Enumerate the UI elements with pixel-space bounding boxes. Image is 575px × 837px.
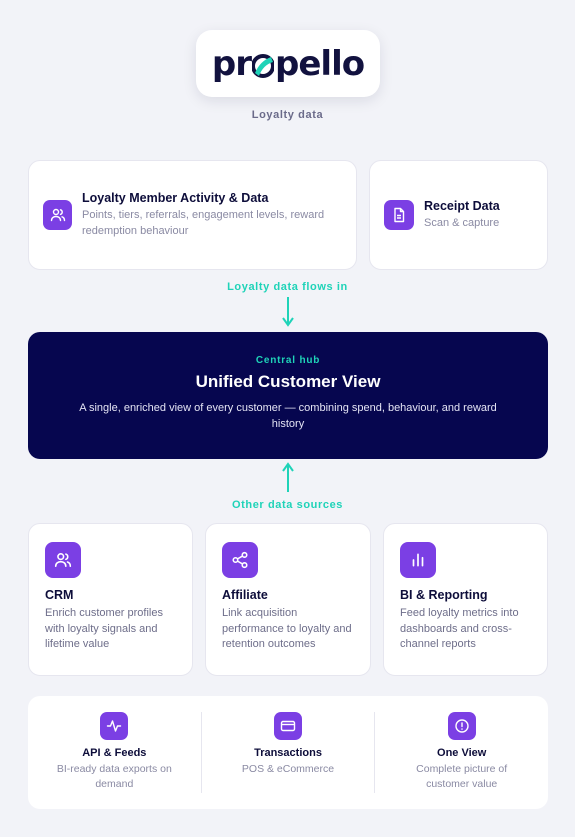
card-loyalty-member-activity: Loyalty Member Activity & Data Points, t… <box>28 160 357 270</box>
users-icon <box>45 542 81 578</box>
logo-text-right: pello <box>275 43 365 84</box>
card-desc: Points, tiers, referrals, engagement lev… <box>82 209 325 237</box>
outputs-strip: API & Feeds BI-ready data exports on dem… <box>28 696 548 809</box>
central-hub: Central hub Unified Customer View A sing… <box>28 332 548 459</box>
output-desc: POS & eCommerce <box>241 763 335 775</box>
card-desc: Feed loyalty metrics into dashboards and… <box>400 607 519 650</box>
bar-chart-icon <box>400 542 436 578</box>
card-title: BI & Reporting <box>400 588 488 602</box>
arrow-up-icon <box>282 462 294 492</box>
document-icon <box>384 200 414 230</box>
output-desc: Complete picture of customer value <box>416 763 508 790</box>
card-receipt-data: Receipt Data Scan & capture <box>369 160 548 270</box>
card-affiliate: Affiliate Link acquisition performance t… <box>205 523 371 676</box>
arrow-down-icon <box>282 297 294 327</box>
logo-mark-icon <box>252 53 275 78</box>
caption-flows-in: Loyalty data flows in <box>227 281 348 293</box>
brand-logo: pr pello <box>211 43 365 84</box>
card-desc: Link acquisition performance to loyalty … <box>222 607 352 650</box>
output-transactions: Transactions POS & eCommerce <box>202 696 375 809</box>
card-desc: Scan & capture <box>424 217 500 229</box>
logo-text-left: pr <box>211 43 252 84</box>
card-title: Loyalty Member Activity & Data <box>82 191 269 205</box>
hub-desc: A single, enriched view of every custome… <box>79 402 497 430</box>
card-title: Affiliate <box>222 588 268 602</box>
output-one-view: One View Complete picture of customer va… <box>375 696 548 809</box>
output-api-feeds: API & Feeds BI-ready data exports on dem… <box>28 696 201 809</box>
alert-circle-icon <box>447 712 476 740</box>
output-title: API & Feeds <box>82 747 147 759</box>
activity-icon <box>100 712 129 740</box>
card-icon <box>274 712 302 740</box>
caption-loyalty-data: Loyalty data <box>251 109 324 121</box>
card-title: CRM <box>45 588 74 602</box>
divider <box>374 712 376 793</box>
output-desc: BI-ready data exports on demand <box>56 763 172 790</box>
card-bi-reporting: BI & Reporting Feed loyalty metrics into… <box>383 523 548 676</box>
logo-card: pr pello <box>196 30 380 97</box>
card-desc: Enrich customer profiles with loyalty si… <box>45 607 163 650</box>
output-title: One View <box>437 747 487 759</box>
card-title: Receipt Data <box>424 199 500 213</box>
hub-label: Central hub <box>255 355 321 366</box>
card-crm: CRM Enrich customer profiles with loyalt… <box>28 523 193 676</box>
output-title: Transactions <box>254 747 322 759</box>
hub-title: Unified Customer View <box>195 372 381 391</box>
share-icon <box>222 542 258 578</box>
caption-other-sources: Other data sources <box>231 499 344 511</box>
divider <box>200 712 202 793</box>
users-icon <box>43 200 72 230</box>
